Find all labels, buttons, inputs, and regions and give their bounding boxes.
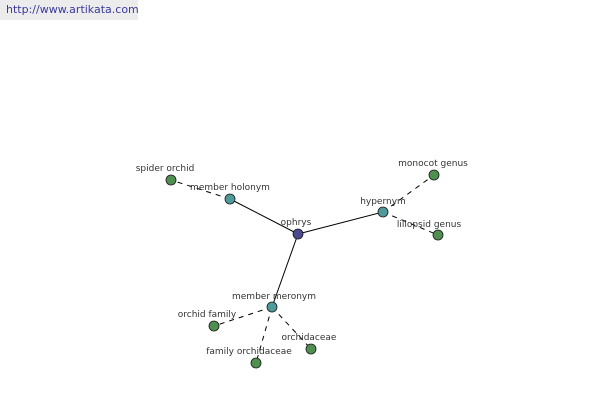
edge-member-holonym-to-spider-orchid (170, 179, 231, 200)
edge-ophrys-to-member-meronym (271, 233, 299, 308)
graph-edges (170, 174, 439, 364)
node-label-liliopsid-genus[interactable]: liliopsid genus (397, 220, 462, 230)
node-orchid-family[interactable] (208, 320, 220, 332)
node-label-family-orchidaceae[interactable]: family orchidaceae (206, 347, 292, 357)
node-label-monocot-genus[interactable]: monocot genus (398, 159, 468, 169)
edge-hypernym-to-monocot-genus (382, 174, 435, 213)
node-label-hypernym[interactable]: hypernym (360, 197, 406, 207)
node-label-ophrys[interactable]: ophrys (281, 218, 312, 228)
node-monocot-genus[interactable] (428, 169, 440, 181)
graph-labels: ophrys member holonym hypernym member meron… (136, 159, 468, 357)
node-orchidaceae[interactable] (305, 343, 317, 355)
node-label-member-meronym[interactable]: member meronym (232, 292, 316, 302)
node-spider-orchid[interactable] (165, 174, 177, 186)
edge-member-meronym-to-orchid-family (213, 306, 273, 327)
node-label-spider-orchid[interactable]: spider orchid (136, 164, 195, 174)
node-label-member-holonym[interactable]: member holonym (190, 183, 270, 193)
node-liliopsid-genus[interactable] (432, 229, 444, 241)
node-ophrys[interactable] (292, 228, 304, 240)
node-hypernym[interactable] (377, 206, 389, 218)
node-family-orchidaceae[interactable] (250, 357, 262, 369)
node-label-orchidaceae[interactable]: orchidaceae (282, 333, 337, 343)
node-label-orchid-family[interactable]: orchid family (178, 310, 237, 320)
graph-nodes (165, 169, 444, 369)
edge-ophrys-to-hypernym (297, 211, 384, 235)
node-member-holonym[interactable] (224, 193, 236, 205)
edge-ophrys-to-member-holonym (229, 198, 299, 235)
site-url-link[interactable]: http://www.artikata.com (0, 0, 139, 20)
node-member-meronym[interactable] (266, 301, 278, 313)
